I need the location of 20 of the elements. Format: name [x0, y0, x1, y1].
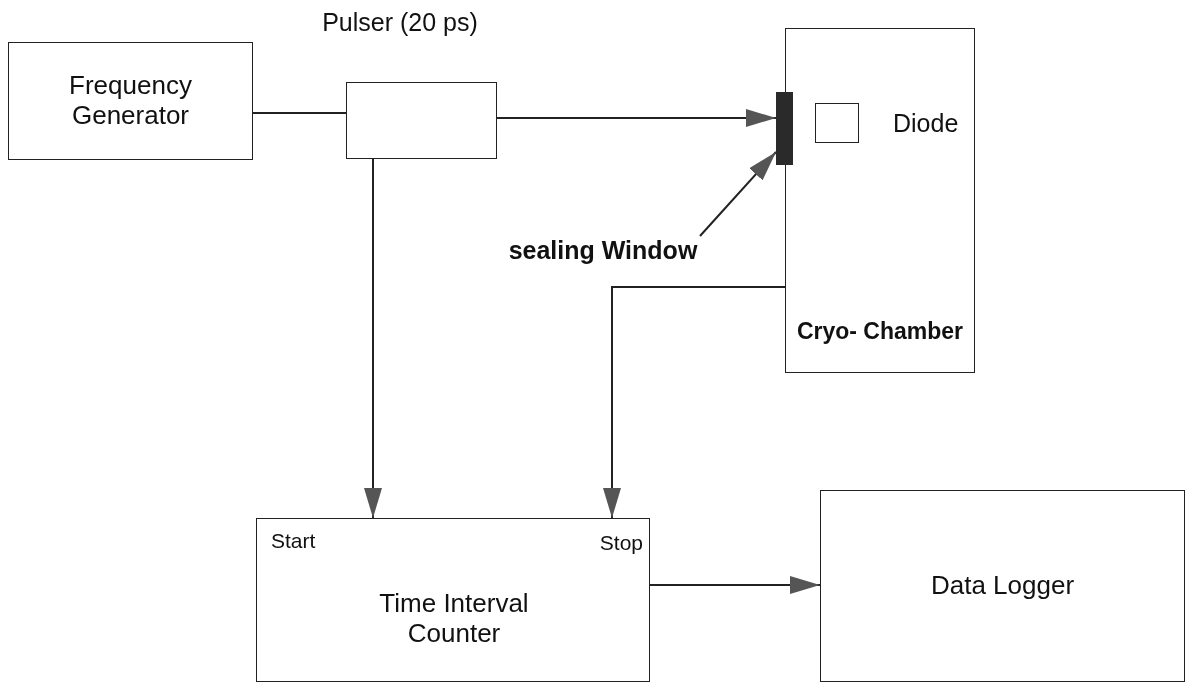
- box-label: Time Interval Counter: [378, 589, 530, 649]
- window-bar: [776, 92, 793, 165]
- box-label: Diode: [893, 109, 959, 138]
- process-box: [8, 42, 253, 160]
- box-label: Data Logger: [929, 571, 1076, 601]
- box-heading: Pulser (20 ps): [321, 8, 479, 37]
- port-label: Stop: [599, 531, 643, 556]
- box-label: Cryo- Chamber: [795, 317, 965, 344]
- process-box: [820, 490, 1185, 682]
- arrow: [699, 151, 777, 237]
- arrow: [364, 158, 382, 519]
- connector-line: [252, 112, 347, 114]
- arrow: [603, 286, 786, 519]
- box-label: Frequency Generator: [68, 71, 193, 131]
- callout-text: sealing Window: [507, 236, 699, 265]
- port-label: Start: [271, 529, 316, 554]
- arrow: [496, 109, 777, 127]
- process-box: [256, 518, 650, 682]
- chamber-box: [785, 28, 975, 373]
- arrow: [649, 576, 821, 594]
